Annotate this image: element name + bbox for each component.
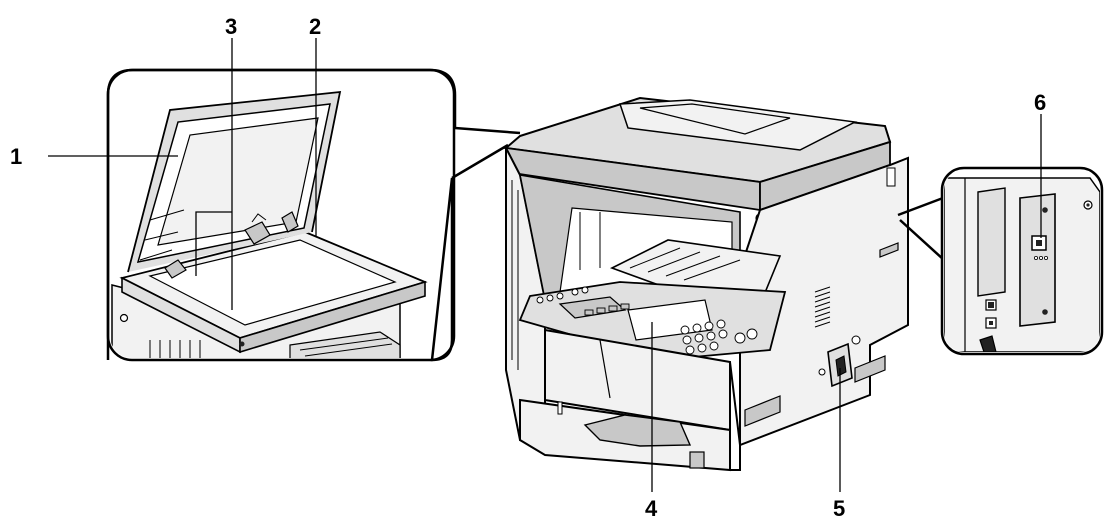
interface-inset	[897, 166, 1104, 356]
network-interface-card	[1019, 193, 1056, 327]
leader-3b	[195, 211, 232, 276]
callout-1: 1	[10, 144, 22, 169]
callout-labels: 1 2 3 4 5 6	[10, 14, 1046, 521]
callout-4: 4	[645, 496, 658, 521]
callout-3: 3	[225, 14, 237, 39]
copier-body	[503, 96, 909, 472]
callout-2: 2	[309, 14, 321, 39]
leader-lines	[48, 38, 1042, 492]
callout-6: 6	[1034, 90, 1046, 115]
platen-inset	[106, 68, 521, 362]
callout-5: 5	[833, 496, 845, 521]
